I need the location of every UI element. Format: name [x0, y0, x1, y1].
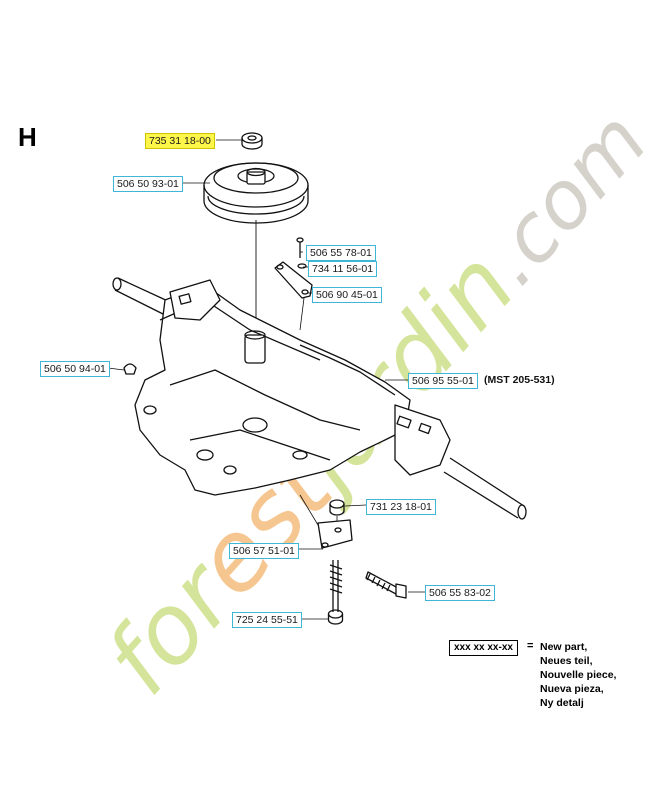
- lower-nut-icon: [329, 499, 345, 516]
- part-label-731-23-18-01[interactable]: 731 23 18-01: [366, 499, 436, 515]
- long-bolt-icon: [327, 560, 344, 625]
- part-label-506-55-78-01[interactable]: 506 55 78-01: [306, 245, 376, 261]
- plug-icon: [123, 363, 137, 375]
- part-label-506-50-93-01[interactable]: 506 50 93-01: [113, 176, 183, 192]
- part-label-506-50-94-01[interactable]: 506 50 94-01: [40, 361, 110, 377]
- bolt-icon: [296, 237, 307, 269]
- legend-line: New part,: [540, 641, 588, 653]
- legend-line: Neues teil,: [540, 655, 593, 667]
- right-axle: [443, 457, 527, 520]
- legend-equals: =: [527, 640, 534, 652]
- part-label-506-55-83-02[interactable]: 506 55 83-02: [425, 585, 495, 601]
- legend-line: Ny detalj: [540, 697, 584, 709]
- part-label-506-57-51-01[interactable]: 506 57 51-01: [229, 543, 299, 559]
- transaxle-model-note: (MST 205-531): [484, 374, 555, 386]
- left-axle: [112, 277, 171, 316]
- pulley-icon: [203, 162, 309, 224]
- part-label-725-24-55-51[interactable]: 725 24 55-51: [232, 612, 302, 628]
- section-letter: H: [18, 122, 37, 152]
- lower-plate-icon: [317, 519, 353, 549]
- legend-line: Nouvelle piece,: [540, 669, 617, 681]
- part-label-506-90-45-01[interactable]: 506 90 45-01: [312, 287, 382, 303]
- legend-line: Nueva pieza,: [540, 683, 604, 695]
- adjust-bolt-icon: [365, 571, 407, 599]
- part-label-734-11-56-01[interactable]: 734 11 56-01: [308, 261, 378, 277]
- nut-icon: [241, 132, 263, 150]
- bracket-icon: [274, 261, 313, 299]
- part-label-506-95-55-01[interactable]: 506 95 55-01: [408, 373, 478, 389]
- legend-lines: New part, Neues teil, Nouvelle piece, Nu…: [540, 640, 616, 710]
- gearbox-body: [134, 279, 451, 496]
- part-label-735-31-18-00[interactable]: 735 31 18-00: [145, 133, 215, 149]
- leader-lines: [107, 139, 425, 620]
- legend-key: xxx xx xx-xx: [449, 640, 518, 656]
